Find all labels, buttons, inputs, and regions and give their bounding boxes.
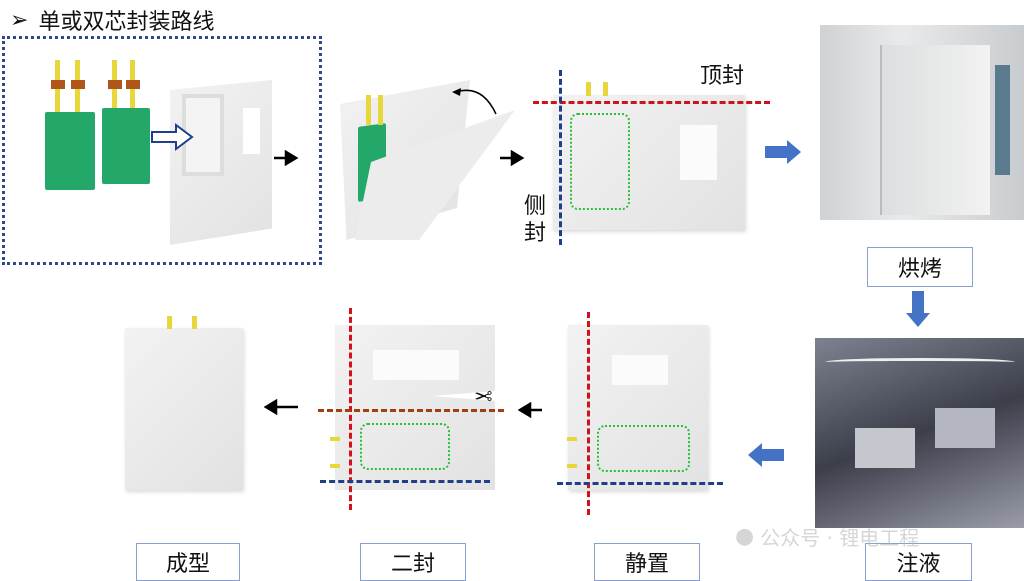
- tab-seal: [71, 80, 85, 89]
- injection-head: [935, 408, 995, 448]
- electrolyte-injection-image: [815, 338, 1024, 528]
- pouch-window: [680, 125, 717, 180]
- watermark: ● 公众号 · 锂电工程: [735, 522, 919, 551]
- tube: [825, 358, 1015, 366]
- forming-label: 成型: [136, 543, 240, 581]
- blue-arrow-down-icon: [906, 291, 930, 327]
- cell-tab: [167, 316, 172, 329]
- tab-seal: [51, 80, 65, 89]
- cell-tab: [366, 95, 371, 125]
- cell-tab: [330, 437, 340, 441]
- cell-tab: [567, 464, 577, 468]
- cut-line: [318, 409, 504, 412]
- rest-label: 静置: [594, 543, 700, 581]
- bullet-arrow-icon: ➢: [10, 7, 29, 33]
- cell-tab: [192, 316, 197, 329]
- fold-curve-arrow-icon: [452, 88, 497, 115]
- battery-cell-1: [45, 112, 95, 190]
- second-seal-label: 二封: [360, 543, 466, 581]
- cell-tab: [586, 82, 591, 96]
- top-seal-line: [533, 101, 770, 104]
- cell-outline: [597, 425, 690, 472]
- oven-body: [880, 45, 990, 215]
- side-seal-label-2: 封: [524, 221, 547, 246]
- oven-control-panel: [995, 65, 1010, 175]
- title: ➢ 单或双芯封装路线: [10, 4, 214, 36]
- bottom-seal-line: [320, 480, 490, 483]
- top-seal-label: 顶封: [700, 64, 745, 89]
- tab-seal: [126, 80, 140, 89]
- pouch-window: [243, 108, 260, 154]
- bake-label: 烘烤: [867, 247, 973, 287]
- bottom-seal-line: [557, 482, 723, 485]
- cell-tab: [378, 95, 383, 125]
- cell-tab: [567, 437, 577, 441]
- step1-dotted-frame: [2, 36, 322, 265]
- injection-head: [855, 428, 915, 468]
- title-text: 单或双芯封装路线: [38, 10, 215, 35]
- wechat-icon: ●: [735, 524, 755, 549]
- blue-arrow-right-icon: [765, 140, 801, 164]
- rested-pouch: [568, 325, 708, 490]
- baking-oven-image: [820, 25, 1024, 220]
- arrow-right-icon: [500, 150, 525, 166]
- side-seal-line: [559, 70, 562, 245]
- arrow-left-icon: [518, 402, 542, 418]
- formed-cell: [125, 328, 243, 490]
- cell-tab: [603, 82, 608, 96]
- side-seal-line: [587, 312, 590, 515]
- pouch-window: [373, 350, 459, 380]
- watermark-text: 公众号 · 锂电工程: [760, 526, 920, 550]
- hollow-arrow-icon: [151, 123, 194, 151]
- arrow-right-icon: [274, 150, 299, 166]
- battery-cell-2: [102, 108, 150, 184]
- arrow-left-icon: [264, 399, 298, 415]
- cell-outline: [570, 113, 630, 210]
- cell-outline: [360, 423, 450, 470]
- cell-tab: [330, 464, 340, 468]
- pouch-window: [612, 355, 668, 385]
- side-seal-label-1: 侧: [524, 194, 547, 219]
- blue-arrow-left-icon: [748, 443, 784, 467]
- scissors-icon: ✂: [474, 382, 493, 407]
- tab-seal: [108, 80, 122, 89]
